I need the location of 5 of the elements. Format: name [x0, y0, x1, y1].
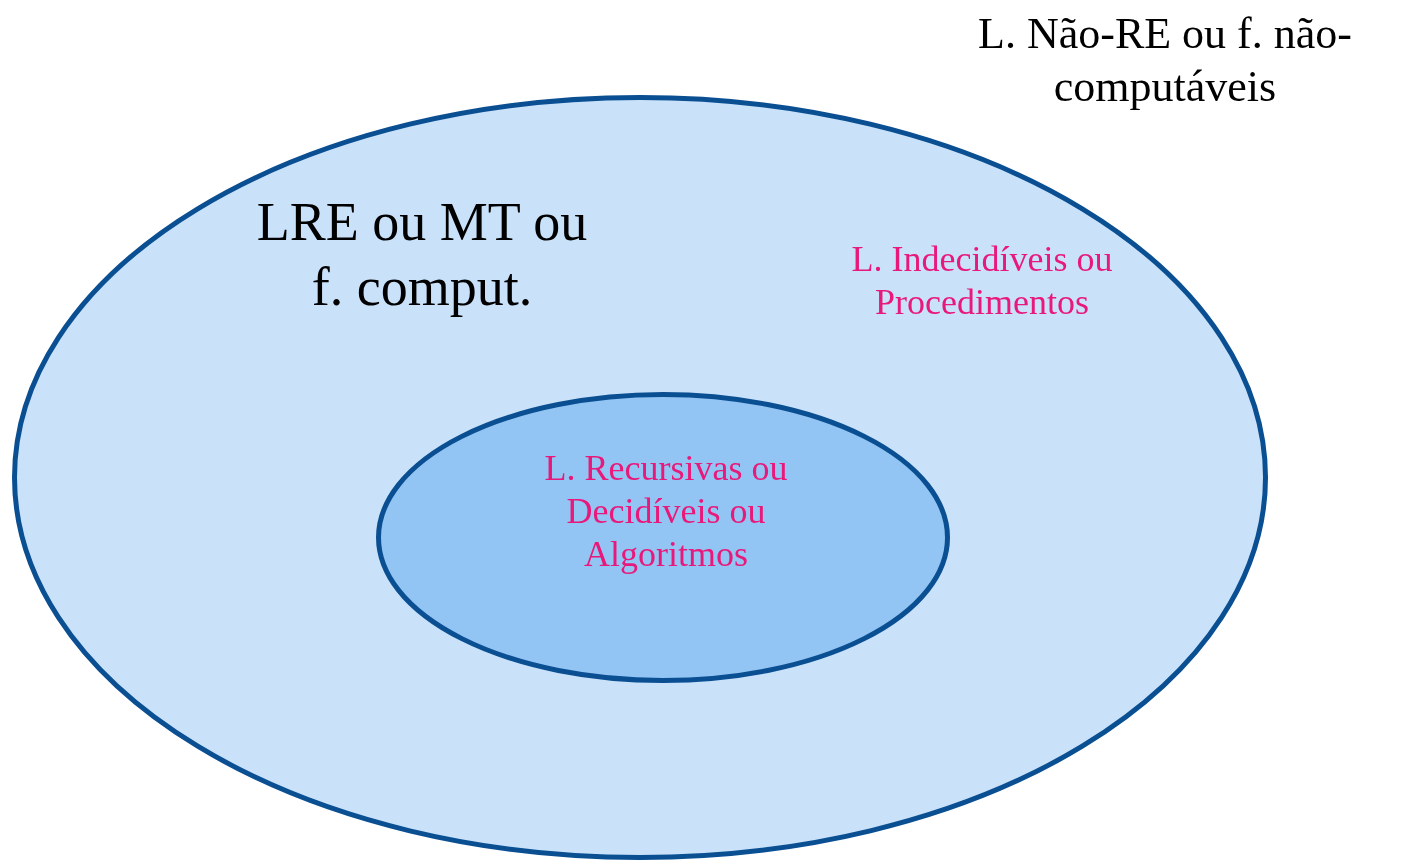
set-label: L. Indecidíveis ou Procedimentos — [850, 238, 1114, 325]
region-label: L. Não-RE ou f. não-computáveis — [977, 8, 1353, 113]
set-label: LRE ou MT ou f. comput. — [255, 191, 589, 319]
set-label: L. Recursivas ou Decidíveis ou Algoritmos — [543, 447, 789, 577]
inner-set-ellipse — [376, 392, 950, 683]
